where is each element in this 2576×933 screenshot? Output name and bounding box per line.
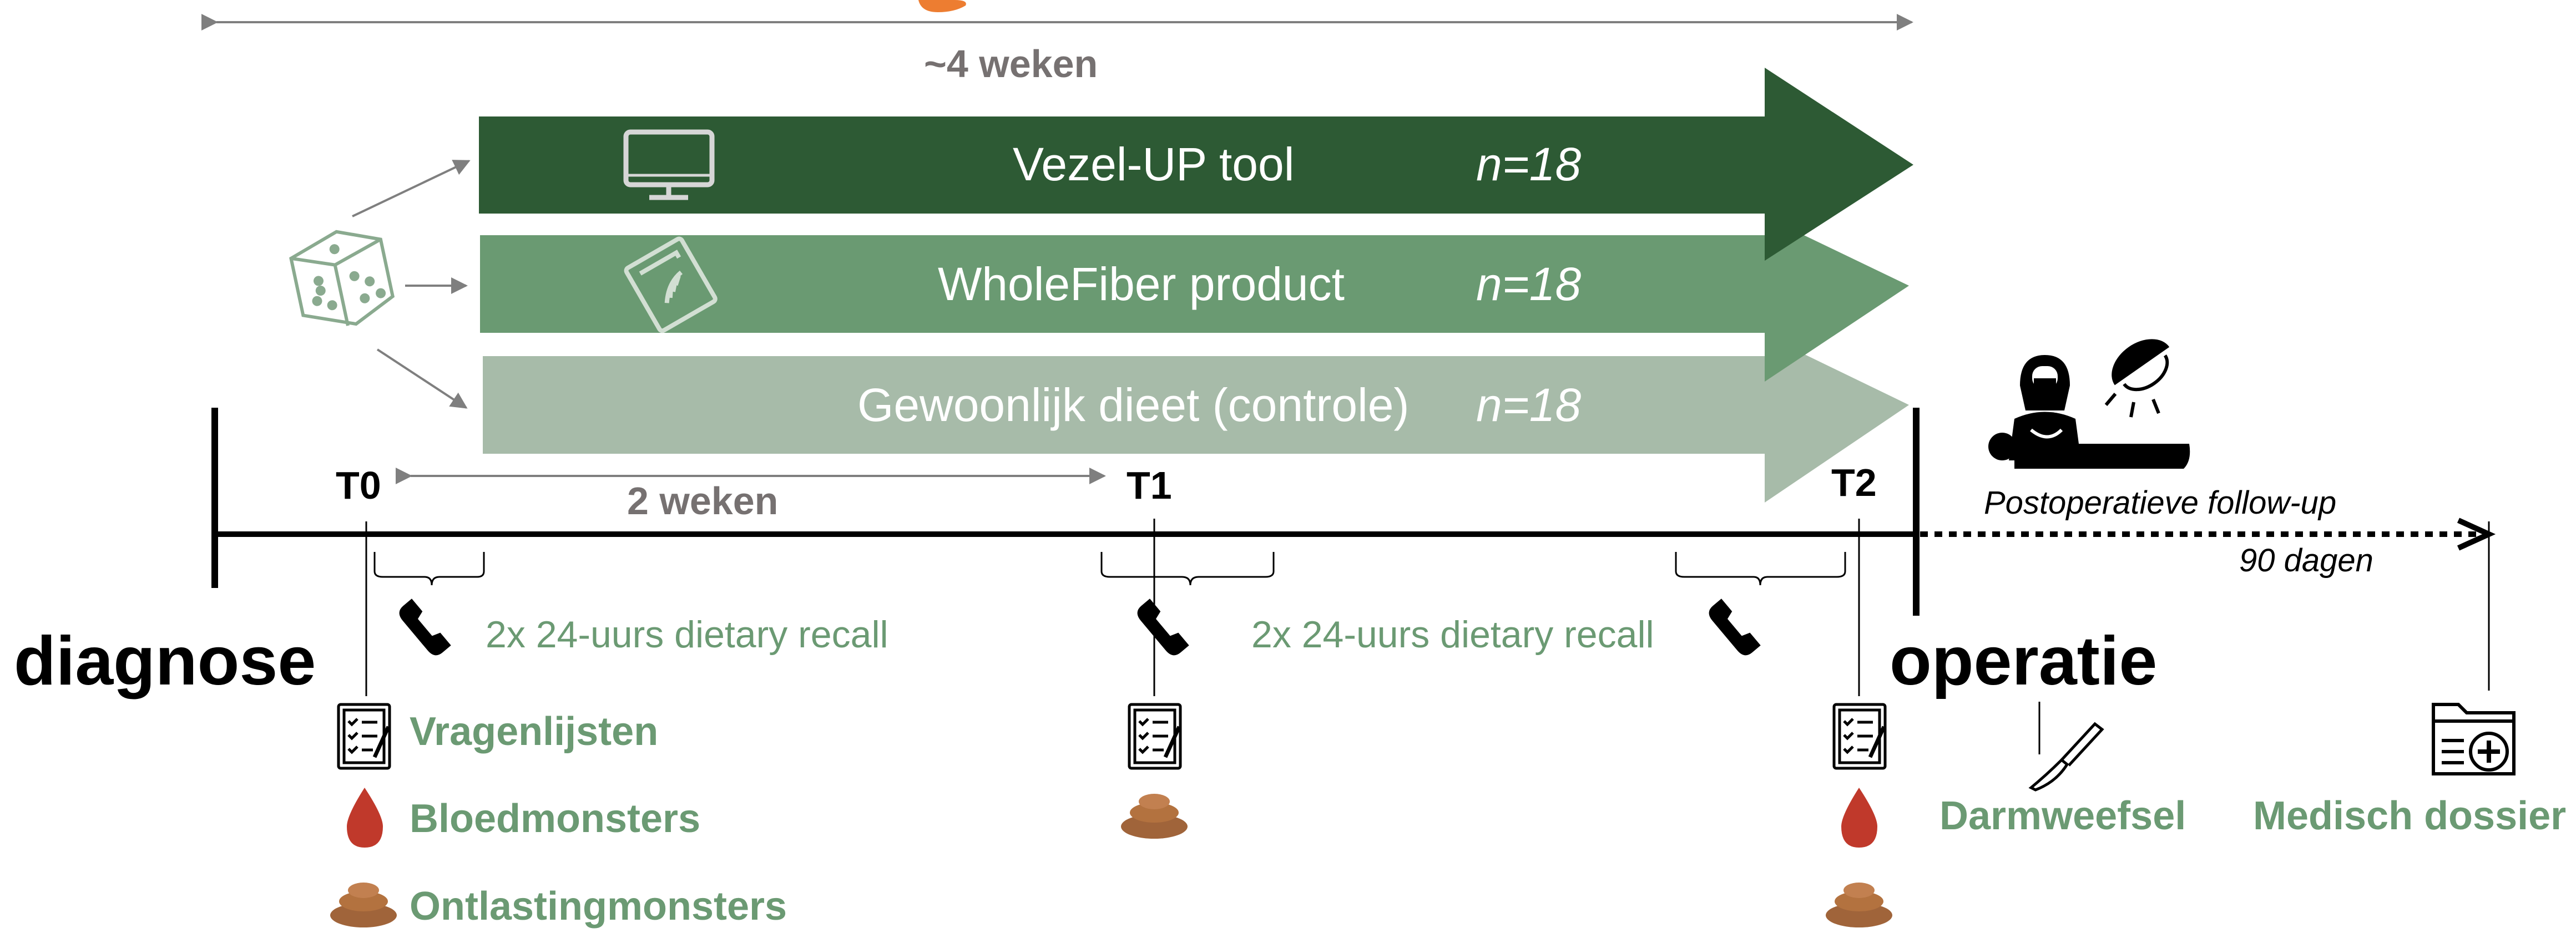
group-n-vezel-up: n=18 [1476, 138, 1582, 190]
blood-drop-icon [347, 788, 383, 848]
timepoint-t0: T0 [336, 464, 381, 507]
group-label-control: Gewoonlijk dieet (controle) [857, 379, 1410, 431]
group-n-wholefiber: n=18 [1476, 258, 1582, 310]
timepoint-t1: T1 [1127, 464, 1172, 507]
phone-icon [1709, 599, 1761, 656]
randomization-arrow-1 [352, 160, 471, 217]
clipboard-icon [337, 703, 391, 770]
fiber-package-icon [624, 236, 718, 333]
two-week-label: 2 weken [627, 479, 779, 523]
arrow-wholefiber [480, 216, 1909, 382]
group-n-control: n=18 [1476, 379, 1582, 431]
arrow-vezel-up [479, 68, 1913, 261]
group-label-wholefiber: WholeFiber product [938, 258, 1345, 310]
cut-off-title-fragment [918, 0, 966, 12]
medical-folder-icon [2432, 703, 2516, 775]
stool-icon [1826, 883, 1892, 927]
clipboard-icon [1128, 703, 1182, 770]
surgeon-operating-icon [1988, 339, 2190, 469]
outcome-records: Medisch dossier [2253, 794, 2567, 838]
four-week-label: ~4 weken [924, 42, 1098, 85]
recall-brace-3 [1675, 552, 1846, 586]
followup-label: Postoperatieve follow-up [1984, 485, 2337, 521]
followup-duration: 90 dagen [2239, 542, 2373, 579]
stool-icon [330, 883, 397, 927]
arrow-control [483, 335, 1909, 503]
monitor-icon [623, 129, 715, 200]
stool-icon [1121, 794, 1188, 839]
phone-icon [399, 599, 451, 656]
phone-icon [1137, 599, 1189, 656]
blood-drop-icon [1841, 788, 1877, 848]
clipboard-icon [1832, 703, 1887, 770]
measure-blood: Bloedmonsters [410, 797, 701, 841]
scalpel-icon [2028, 722, 2104, 792]
group-label-vezel-up: Vezel-UP tool [1013, 138, 1295, 190]
recall-label-2: 2x 24-uurs dietary recall [1251, 613, 1654, 656]
dice-icon [289, 230, 395, 326]
randomization-arrow-3 [376, 348, 468, 409]
surgery-label: operatie [1890, 623, 2158, 699]
diagnosis-label: diagnose [14, 623, 316, 699]
outcome-tissue: Darmweefsel [1939, 794, 2186, 838]
recall-brace-1 [373, 552, 485, 586]
timepoint-t2: T2 [1831, 461, 1877, 504]
recall-brace-2 [1100, 552, 1275, 586]
recall-label-1: 2x 24-uurs dietary recall [486, 613, 888, 656]
measure-stool: Ontlastingmonsters [410, 884, 787, 929]
measure-questionnaires: Vragenlijsten [410, 709, 659, 754]
